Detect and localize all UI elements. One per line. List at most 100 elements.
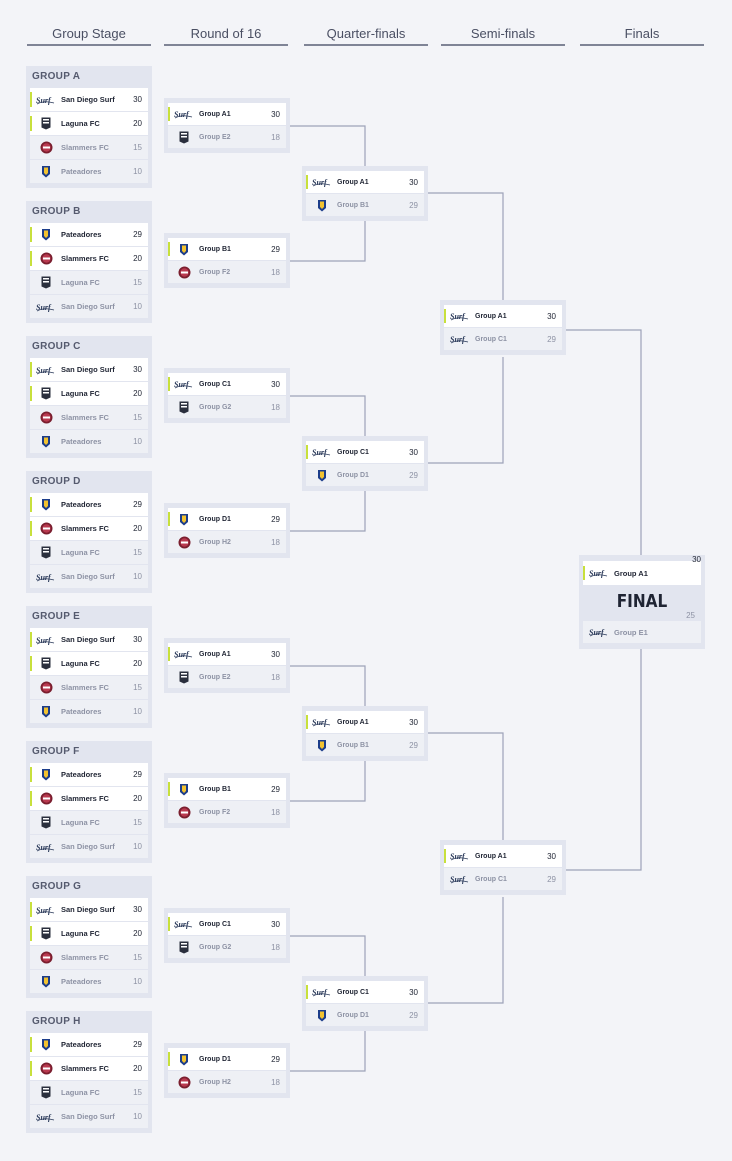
team-score: 29 [271,244,280,254]
team-score: 29 [271,784,280,794]
team-score: 18 [271,537,280,547]
team-score: 20 [133,794,142,803]
group-title: GROUP A [32,71,81,82]
slammers-logo-icon [36,1062,56,1076]
header-semi-finals: Semi-finals [470,26,536,41]
surf-logo-icon: Surf [174,917,194,931]
final-winner-row[interactable]: Surf Group A1 [583,561,701,585]
surf-logo-icon: Surf [36,300,56,314]
surf-logo-icon: Surf [450,849,470,863]
final-loser-row[interactable]: Surf Group E1 [583,621,701,643]
final-match-card[interactable]: Surf Group A1 30 FINAL 25 Surf Group E1 [579,555,705,649]
team-score: 29 [133,1040,142,1049]
team-score: 18 [271,942,280,952]
team-name: Group A1 [199,110,231,118]
team-name: Group D1 [337,471,369,479]
team-score: 29 [271,1054,280,1064]
team-name: Laguna FC [61,389,100,398]
svg-text:Surf: Surf [450,335,466,344]
laguna-logo-icon [36,117,56,131]
svg-text:Surf: Surf [36,303,52,312]
group-title: GROUP D [32,476,81,487]
team-score: 29 [133,230,142,239]
